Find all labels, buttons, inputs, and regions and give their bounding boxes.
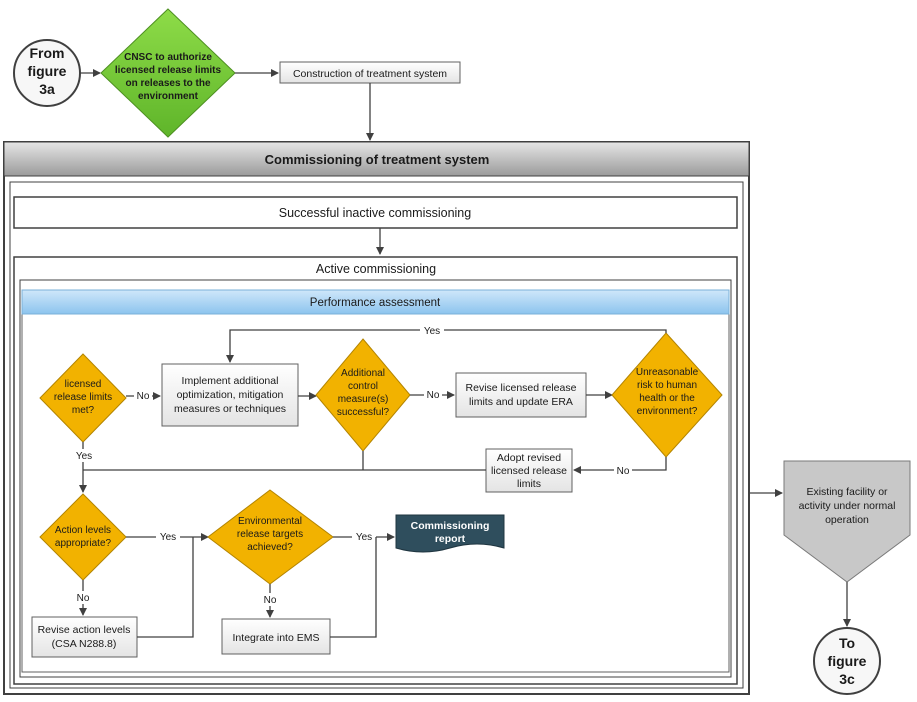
yes-label-loop: Yes	[424, 326, 440, 337]
no-label-2: No	[427, 390, 440, 401]
revise-action-line-1: Revise action levels	[38, 624, 131, 636]
report-line-2: report	[435, 533, 466, 545]
cnsc-authorize-decision: CNSC to authorize licensed release limit…	[100, 8, 236, 138]
yes-label-2: Yes	[160, 532, 176, 543]
adopt-line-1: Adopt revised	[497, 452, 561, 464]
from-label-1: From	[30, 45, 65, 61]
performance-assessment-label: Performance assessment	[310, 297, 441, 309]
control-line-2: control	[348, 381, 378, 392]
existing-line-1: Existing facility or	[806, 486, 888, 498]
adopt-line-2: licensed release	[491, 465, 567, 477]
yes-label-3: Yes	[356, 532, 372, 543]
implement-line-2: optimization, mitigation	[177, 389, 284, 401]
performance-assessment-container: Performance assessment	[21, 289, 730, 673]
existing-line-2: activity under normal	[799, 500, 896, 512]
commissioning-container: Commissioning of treatment system	[3, 141, 750, 695]
cnsc-line-3: on releases to the	[125, 78, 210, 89]
to-label-1: To	[839, 635, 855, 651]
from-label-3: 3a	[39, 81, 55, 97]
environmental-targets-decision: Environmental release targets achieved?	[207, 489, 334, 585]
action-line-2: appropriate?	[55, 538, 112, 549]
no-label-3: No	[617, 466, 630, 477]
no-label-1: No	[137, 391, 150, 402]
from-label-2: figure	[28, 63, 67, 79]
commissioning-header: Commissioning of treatment system	[265, 152, 490, 167]
targets-line-3: achieved?	[247, 542, 293, 553]
existing-line-3: operation	[825, 514, 869, 526]
revise-action-levels-box: Revise action levels (CSA N288.8)	[31, 616, 138, 658]
licensed-line-1: licensed	[65, 379, 102, 390]
from-figure-connector: From figure 3a	[13, 39, 81, 107]
report-line-1: Commissioning	[411, 520, 490, 532]
licensed-line-3: met?	[72, 405, 95, 416]
control-line-3: measure(s)	[338, 394, 389, 405]
control-measure-decision: Additional control measure(s) successful…	[315, 338, 411, 452]
licensed-limits-decision: licensed release limits met?	[39, 353, 127, 443]
construction-label: Construction of treatment system	[293, 68, 447, 80]
unreasonable-risk-decision: Unreasonable risk to human health or the…	[611, 332, 723, 458]
risk-line-1: Unreasonable	[636, 367, 699, 378]
risk-line-3: health or the	[639, 393, 695, 404]
targets-line-2: release targets	[237, 529, 303, 540]
revise-limits-box: Revise licensed release limits and updat…	[455, 372, 587, 418]
no-label-4: No	[77, 593, 90, 604]
cnsc-line-4: environment	[138, 91, 199, 102]
control-line-4: successful?	[337, 407, 390, 418]
revise-limits-line-1: Revise licensed release	[466, 382, 577, 394]
cnsc-line-1: CNSC to authorize	[124, 52, 212, 63]
commissioning-report-document: Commissioning report	[395, 514, 505, 553]
adopt-revised-limits-box: Adopt revised licensed release limits	[485, 448, 573, 493]
risk-line-2: risk to human	[637, 380, 697, 391]
to-label-2: figure	[828, 653, 867, 669]
to-figure-connector: To figure 3c	[813, 627, 881, 695]
implement-measures-box: Implement additional optimization, mitig…	[161, 363, 299, 427]
no-label-5: No	[264, 595, 277, 606]
inactive-commissioning-box: Successful inactive commissioning	[13, 196, 738, 229]
targets-line-1: Environmental	[238, 516, 302, 527]
active-commissioning-label: Active commissioning	[316, 262, 436, 276]
existing-facility-pentagon: Existing facility or activity under norm…	[783, 460, 911, 583]
revise-limits-line-2: limits and update ERA	[469, 396, 573, 408]
control-line-1: Additional	[341, 368, 385, 379]
risk-line-4: environment?	[637, 406, 698, 417]
adopt-line-3: limits	[517, 478, 541, 490]
revise-action-line-2: (CSA N288.8)	[52, 638, 117, 650]
licensed-line-2: release limits	[54, 392, 112, 403]
implement-line-3: measures or techniques	[174, 403, 286, 415]
construction-box: Construction of treatment system	[279, 61, 461, 84]
to-label-3: 3c	[839, 671, 855, 687]
action-line-1: Action levels	[55, 525, 111, 536]
action-levels-decision: Action levels appropriate?	[39, 493, 127, 581]
integrate-ems-box: Integrate into EMS	[221, 618, 331, 655]
inactive-commissioning-label: Successful inactive commissioning	[279, 206, 471, 220]
cnsc-line-2: licensed release limits	[115, 65, 222, 76]
integrate-label: Integrate into EMS	[233, 632, 320, 644]
implement-line-1: Implement additional	[182, 375, 279, 387]
active-commissioning-container: Active commissioning	[13, 256, 738, 685]
yes-label-1: Yes	[76, 451, 92, 462]
